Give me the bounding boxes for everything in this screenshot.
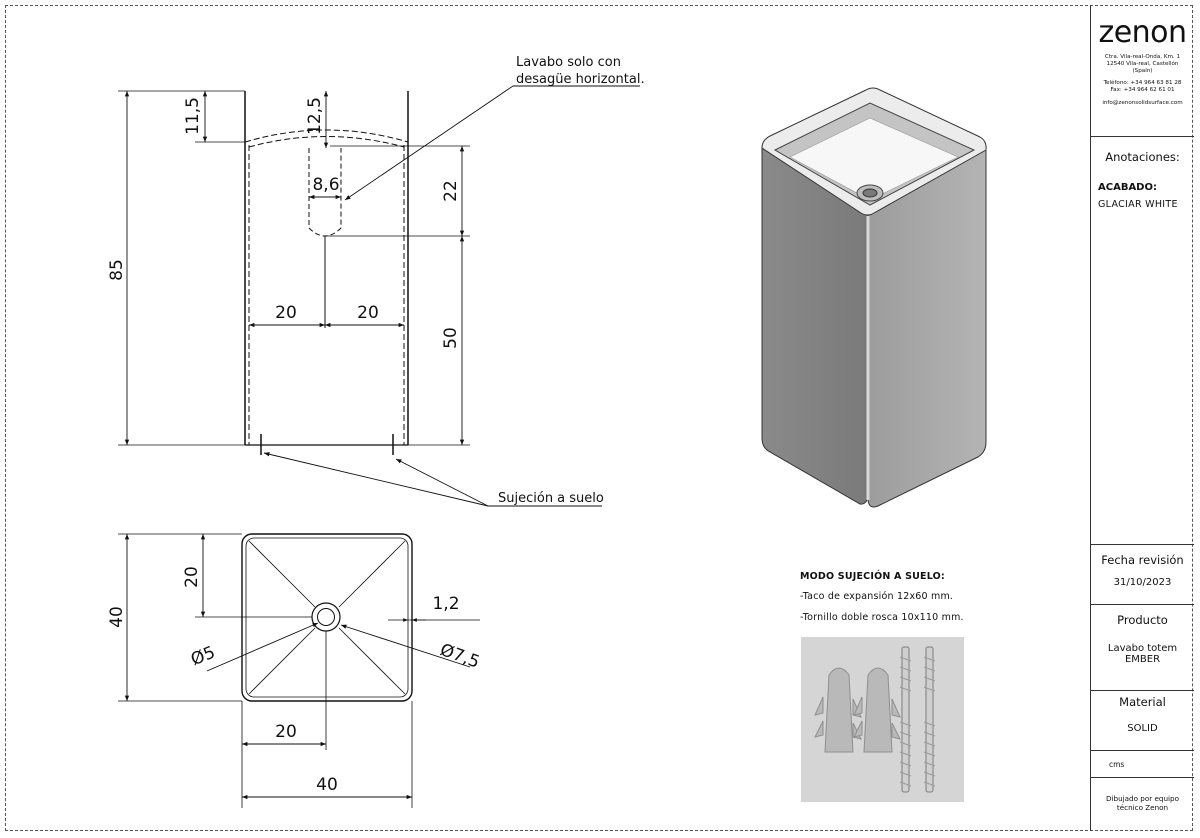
material-block: Material SOLID <box>1091 690 1194 750</box>
dim-total-height: 85 <box>107 259 127 281</box>
dim-rim-left: 11,5 <box>183 97 203 135</box>
top-view <box>118 533 480 808</box>
expansion-plug-icon <box>814 667 901 753</box>
mounting-line-1: -Taco de expansión 12x60 mm. <box>800 591 954 602</box>
material-value: SOLID <box>1127 723 1158 734</box>
floor-callout: Sujeción a suelo <box>498 491 604 506</box>
title-block: zenon Ctra. Vila-real-Onda, Km. 1 12540 … <box>1090 5 1194 831</box>
revision-block: Fecha revisión 31/10/2023 <box>1091 544 1194 604</box>
drawn-by-1: Dibujado por equipo <box>1106 794 1179 803</box>
dim-width: 40 <box>316 775 338 795</box>
drain-callout-line-2: desagüe horizontal. <box>516 72 645 87</box>
initials: cms <box>1109 760 1125 769</box>
dim-inner-diameter: Ø5 <box>188 643 218 671</box>
dim-depth: 40 <box>107 606 127 628</box>
finish-label: ACABADO: <box>1098 182 1157 193</box>
product-block: Producto Lavabo totem EMBER <box>1091 604 1194 690</box>
anchor-screw-photo <box>801 637 964 802</box>
product-label: Producto <box>1117 613 1168 627</box>
drawing-frame <box>5 5 1193 831</box>
material-label: Material <box>1119 695 1166 709</box>
technical-drawing: 85 11,5 12,5 8,6 22 50 20 20 Lavabo solo… <box>107 55 987 808</box>
company-address-3: (Spain) <box>1132 68 1153 74</box>
dim-half-right: 20 <box>357 303 379 323</box>
company-email[interactable]: info@zenonsolidsurface.com <box>1102 100 1183 106</box>
company-phone: Teléfono: +34 964 63 81 28 <box>1103 80 1182 86</box>
company-address-2: 12540 Vila-real, Castellón <box>1106 61 1179 67</box>
dim-drain-to-floor: 50 <box>441 327 461 349</box>
dim-outer-diameter: Ø7,5 <box>437 640 482 673</box>
front-view <box>118 85 640 507</box>
isometric-view <box>761 87 987 508</box>
mounting-title: MODO SUJECIÓN A SUELO: <box>800 571 945 582</box>
annotations-label: Anotaciones: <box>1105 150 1180 164</box>
drawn-by-2: técnico Zenon <box>1116 803 1169 812</box>
product-value-1: Lavabo totem <box>1107 643 1178 654</box>
initials-block: cms <box>1091 750 1194 777</box>
company-fax: Fax: +34 964 62 61 01 <box>1110 87 1175 93</box>
company-address-1: Ctra. Vila-real-Onda, Km. 1 <box>1104 54 1181 60</box>
drain-callout-line-1: Lavabo solo con <box>516 55 621 70</box>
annotations-block: Anotaciones: ACABADO: GLACIAR WHITE <box>1091 136 1194 544</box>
dim-drain-height: 22 <box>441 180 461 202</box>
dim-wall: 1,2 <box>432 594 459 614</box>
dim-half-left: 20 <box>275 303 297 323</box>
company-block: zenon Ctra. Vila-real-Onda, Km. 1 12540 … <box>1091 5 1194 136</box>
drawn-by-block: Dibujado por equipo técnico Zenon <box>1091 777 1194 831</box>
revision-label: Fecha revisión <box>1101 553 1184 567</box>
mounting-line-2: -Tornillo doble rosca 10x110 mm. <box>800 612 964 623</box>
finish-value: GLACIAR WHITE <box>1098 199 1178 210</box>
revision-date: 31/10/2023 <box>1113 577 1172 588</box>
dim-drain-offset-y: 20 <box>182 566 202 588</box>
dim-rim-center: 12,5 <box>305 97 325 135</box>
dim-drain-width: 8,6 <box>312 175 339 195</box>
product-value-2: EMBER <box>1124 654 1161 665</box>
dim-drain-offset-x: 20 <box>275 722 297 742</box>
double-thread-screw-icon <box>901 646 934 793</box>
company-logo: zenon <box>1098 15 1187 50</box>
